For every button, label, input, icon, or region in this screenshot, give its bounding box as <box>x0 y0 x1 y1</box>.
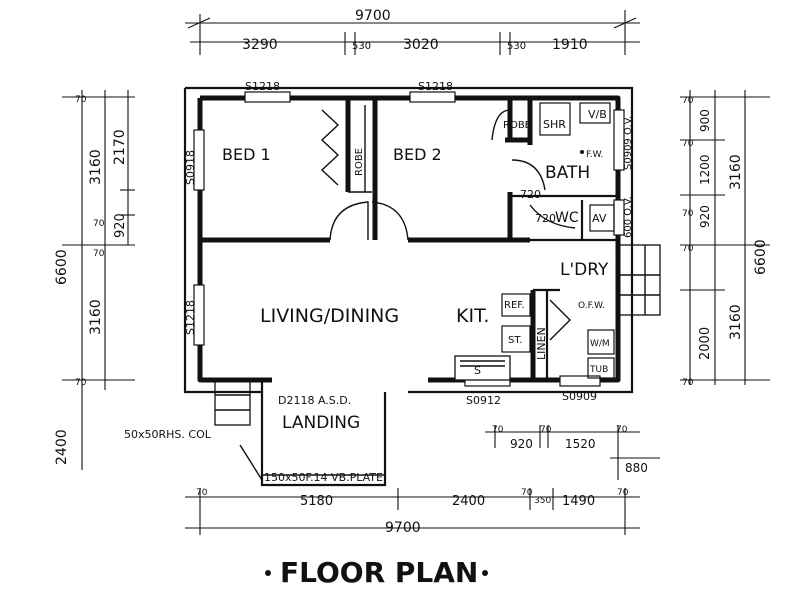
steps <box>214 244 661 426</box>
dim-left-overall: 6600 <box>54 249 70 285</box>
sink-label: S <box>474 364 481 377</box>
dim-left-5: 2400 <box>54 429 70 465</box>
dim-top-1: 3290 <box>242 37 278 53</box>
dim-bottom-small-2: 1520 <box>565 437 596 451</box>
fridge-label: REF. <box>504 300 525 311</box>
room-bed1-label: BED 1 <box>222 145 271 164</box>
title-block: FLOOR PLAN <box>265 556 488 589</box>
window-bottom-kit-label: S0912 <box>466 394 501 407</box>
title-dot-right <box>482 570 488 576</box>
room-living-dining-label: LIVING/DINING <box>260 305 399 327</box>
dim-right-2: 1200 <box>698 154 712 185</box>
room-kitchen-label: KIT. <box>456 305 489 327</box>
page-title: FLOOR PLAN <box>280 556 478 589</box>
dim-right-3: 920 <box>698 205 712 228</box>
dim-bottom-small-t3: 70 <box>616 425 628 435</box>
dim-left-4: 3160 <box>88 299 104 335</box>
vanity-label: V/B <box>588 108 607 121</box>
fixtures <box>454 102 615 381</box>
doors <box>320 109 576 341</box>
dim-bottom-small-t1: 70 <box>492 425 504 435</box>
window-bottom-right-label: S0909 <box>562 390 597 403</box>
washing-machine-label: W/M <box>590 339 610 349</box>
room-bed2-label: BED 2 <box>393 145 442 164</box>
dim-bottom-t3: 70 <box>617 488 629 498</box>
window-top-mid-label: S1218 <box>418 80 453 93</box>
dim-left-1: 3160 <box>88 149 104 185</box>
dim-bottom-t1: 70 <box>196 488 208 498</box>
fixture-labels: REF. ST. S W/M TUB F.W. O.F.W. AV 720 72… <box>474 150 610 377</box>
bottom-dimensions: 920 1520 880 70 70 70 5180 2400 350 1490… <box>185 425 660 536</box>
door-720-a-label: 720 <box>520 188 541 201</box>
window-labels: S1218 S1218 S0918 S1218 S0909 O.V. 600 O… <box>184 80 634 407</box>
notes: D2118 A.S.D. 50x50RHS. COL 150x50F.14 VB… <box>124 394 383 484</box>
floor-waste-bath-label: F.W. <box>586 150 603 160</box>
dim-left-2: 2170 <box>112 129 128 165</box>
dim-right-1: 900 <box>698 109 712 132</box>
dim-left-tick-c: 70 <box>93 249 105 259</box>
dim-right-overall: 6600 <box>753 239 769 275</box>
top-dimensions: 9700 3290 530 3020 530 1910 <box>185 8 640 55</box>
dim-left-tick-a: 70 <box>75 95 87 105</box>
dim-top-overall: 9700 <box>355 8 391 24</box>
door-720-b-label: 720 <box>535 212 556 225</box>
robe-bed2-label: ROBE <box>503 120 531 131</box>
dim-bottom-small-t2: 70 <box>540 425 552 435</box>
window-left-living-label: S1218 <box>184 300 197 335</box>
wc-label: WC <box>555 210 579 226</box>
dim-bottom-1: 5180 <box>300 494 333 509</box>
dim-right-6: 2000 <box>698 327 713 360</box>
dim-right-tick-a: 70 <box>682 96 694 106</box>
dim-top-2: 530 <box>352 41 371 52</box>
room-laundry-label: L'DRY <box>560 260 609 280</box>
window-bath-right-label: S0909 O.V. <box>623 116 634 170</box>
landing-area <box>239 382 387 487</box>
dim-bottom-2: 2400 <box>452 494 485 509</box>
dim-bottom-3: 350 <box>534 496 551 506</box>
column-note: 50x50RHS. COL <box>124 428 212 441</box>
dim-right-tick-b: 70 <box>682 139 694 149</box>
dim-right-5: 3160 <box>728 304 744 340</box>
dim-left-tick-d: 70 <box>75 378 87 388</box>
stove-label: ST. <box>508 335 522 346</box>
room-landing-label: LANDING <box>282 413 360 433</box>
dim-top-4: 530 <box>507 41 526 52</box>
dim-bottom-small-3: 880 <box>625 461 648 475</box>
plate-note: 150x50F.14 VB.PLATE <box>264 471 383 484</box>
room-labels: BED 1 BED 2 BATH LIVING/DINING KIT. L'DR… <box>222 108 609 433</box>
dim-right-tick-e: 70 <box>682 378 694 388</box>
floor-waste-laundry-label: O.F.W. <box>578 301 605 311</box>
dim-left-tick-b: 70 <box>93 219 105 229</box>
tub-label: TUB <box>589 365 608 375</box>
dim-right-4: 3160 <box>728 154 744 190</box>
av-label: AV <box>592 212 607 225</box>
dim-right-tick-d: 70 <box>682 244 694 254</box>
dim-right-tick-c: 70 <box>682 209 694 219</box>
dim-bottom-4: 1490 <box>562 494 595 509</box>
dim-top-5: 1910 <box>552 37 588 53</box>
dim-bottom-t2: 70 <box>521 488 533 498</box>
landing-door-note: D2118 A.S.D. <box>278 394 351 407</box>
dim-left-3: 920 <box>113 213 128 238</box>
shower-label: SHR <box>543 118 566 131</box>
robe-bed1-label: ROBE <box>354 148 365 176</box>
window-laundry-right-label: 600 O.V. <box>623 196 634 238</box>
title-dot-left <box>265 570 271 576</box>
room-bath-label: BATH <box>545 163 590 183</box>
window-left-bed1-label: S0918 <box>184 150 197 185</box>
right-dimensions: 900 1200 920 3160 6600 3160 2000 70 70 7… <box>680 90 770 388</box>
dim-bottom-small-1: 920 <box>510 437 533 451</box>
interior-walls <box>200 98 618 380</box>
dim-bottom-overall: 9700 <box>385 520 421 536</box>
dim-top-3: 3020 <box>403 37 439 53</box>
linen-label: LINEN <box>535 327 548 360</box>
left-dimensions: 6600 3160 2170 920 3160 2400 70 70 70 70 <box>54 90 135 470</box>
windows <box>193 91 625 387</box>
window-top-left-label: S1218 <box>245 80 280 93</box>
